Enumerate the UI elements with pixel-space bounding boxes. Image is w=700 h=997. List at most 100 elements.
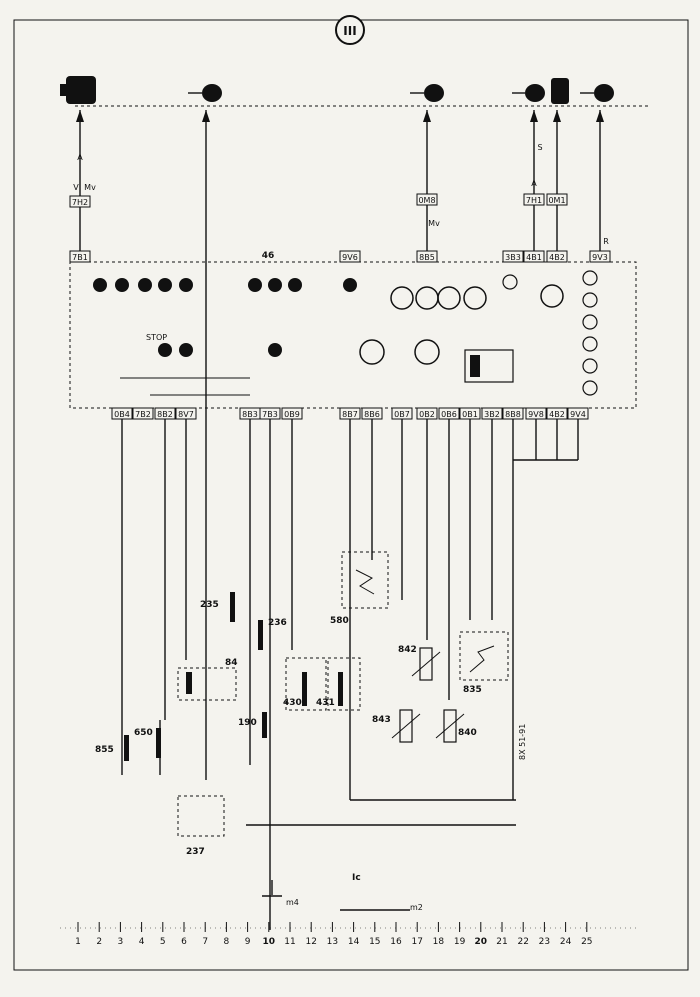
svg-text:3B3: 3B3 (505, 253, 521, 262)
bulb-connector-icon (410, 84, 444, 102)
scale-label: 2 (96, 937, 102, 947)
bulb-connector-icon (188, 84, 222, 102)
gauge-icon (359, 339, 385, 365)
svg-text:0B4: 0B4 (114, 410, 130, 419)
ground-icon: m4 (262, 880, 299, 907)
scale-label: 6 (181, 937, 187, 947)
svg-text:580: 580 (330, 616, 349, 626)
indicator-lamp-icon (582, 314, 598, 330)
svg-text:84: 84 (225, 658, 238, 668)
sheet-frame (13, 19, 689, 971)
svg-text:7B2: 7B2 (135, 410, 151, 419)
component-650: 650 (134, 720, 161, 775)
scale-label: 1 (75, 937, 81, 947)
component-431: 431 (316, 657, 361, 711)
svg-text:4B2: 4B2 (549, 410, 565, 419)
component-430: 430 (283, 657, 327, 711)
warning-lamp-icon (115, 278, 129, 292)
scale-label: 13 (327, 937, 338, 947)
warning-lamp-icon (138, 278, 152, 292)
mb-label: Ic (352, 873, 361, 883)
svg-text:0B1: 0B1 (462, 410, 478, 419)
scale-label: 3 (118, 937, 124, 947)
scale-label: 10 (263, 937, 276, 947)
warning-lamp-icon (268, 278, 282, 292)
svg-text:0B9: 0B9 (284, 410, 300, 419)
component-580: 580 (330, 551, 389, 626)
bottom-terminal: 3B2 (481, 407, 503, 420)
component-843: 843 (372, 709, 421, 743)
scale-label: 11 (284, 937, 295, 947)
svg-text:8B5: 8B5 (419, 253, 435, 262)
svg-text:7H2: 7H2 (72, 198, 88, 207)
svg-text:8B6: 8B6 (364, 410, 380, 419)
top-terminal: 9V3 (589, 250, 611, 263)
scale-label: 17 (411, 937, 422, 947)
gauge-icon (390, 286, 414, 310)
top-terminal: 9V6 (339, 250, 361, 263)
arrow-icon (202, 110, 210, 122)
scale-label: 22 (517, 937, 528, 947)
svg-text:8V7: 8V7 (178, 410, 194, 419)
bottom-terminal: 8V7 (175, 407, 197, 420)
svg-text:650: 650 (134, 728, 153, 738)
warning-lamp-icon (179, 343, 193, 357)
svg-text:7B1: 7B1 (72, 253, 88, 262)
connector: 0M8 (416, 193, 438, 206)
bulb-connector-icon (580, 84, 614, 102)
arrow-icon (423, 110, 431, 122)
bulb-connector-icon (512, 84, 545, 102)
bottom-terminal: 0B1 (459, 407, 481, 420)
scale-label: 20 (475, 937, 488, 947)
svg-text:235: 235 (200, 600, 219, 610)
svg-text:0B2: 0B2 (419, 410, 435, 419)
bottom-terminal: 4B2 (546, 407, 568, 420)
scale-label: 25 (581, 937, 592, 947)
bottom-terminal: 0B7 (391, 407, 413, 420)
relay-box (464, 349, 514, 383)
connector: 7H2 (69, 195, 91, 208)
top-terminal: 7B1 (69, 250, 91, 263)
warning-lamp-icon (343, 278, 357, 292)
stop-label: STOP (146, 333, 167, 342)
wire-letter: S (537, 143, 542, 152)
scale-label: 23 (539, 937, 550, 947)
ground-icon: m2 (340, 903, 423, 912)
svg-text:430: 430 (283, 698, 302, 708)
warning-lamp-row (93, 278, 357, 357)
panel-number: 46 (262, 251, 275, 261)
bottom-terminal: 8B3 (239, 407, 261, 420)
svg-text:3B2: 3B2 (484, 410, 500, 419)
scale-label: 19 (454, 937, 466, 947)
svg-text:840: 840 (458, 728, 477, 738)
indicator-lamp-icon (502, 274, 518, 290)
warning-lamp-icon (288, 278, 302, 292)
scale-label: 5 (160, 937, 166, 947)
component-235: 235 (200, 592, 235, 622)
warning-lamp-icon (158, 278, 172, 292)
indicator-lamp-icon (582, 292, 598, 308)
indicator-column (502, 270, 598, 396)
warning-lamp-icon (248, 278, 262, 292)
warning-lamp-icon (158, 343, 172, 357)
svg-text:0M8: 0M8 (418, 196, 435, 205)
indicator-lamp-icon (582, 336, 598, 352)
scale-label: 8 (224, 937, 230, 947)
component-842: 842 (398, 645, 441, 681)
warning-lamp-icon (179, 278, 193, 292)
svg-text:III: III (343, 24, 356, 38)
scale-label: 9 (245, 937, 251, 947)
connector: 7H1 (523, 193, 545, 206)
harness-wires (121, 419, 579, 930)
indicator-lamp-icon (582, 358, 598, 374)
bottom-terminal: 7B2 (132, 407, 154, 420)
top-terminal: 4B2 (546, 250, 568, 263)
svg-text:236: 236 (268, 618, 287, 628)
bottom-terminal: 9V8 (525, 407, 547, 420)
top-terminal-row: 7B1 9V6 8B5 3B3 4B1 4B2 9V3 (69, 250, 611, 263)
alternator-icon (60, 76, 96, 104)
svg-text:4B1: 4B1 (526, 253, 542, 262)
svg-text:8B2: 8B2 (157, 410, 173, 419)
